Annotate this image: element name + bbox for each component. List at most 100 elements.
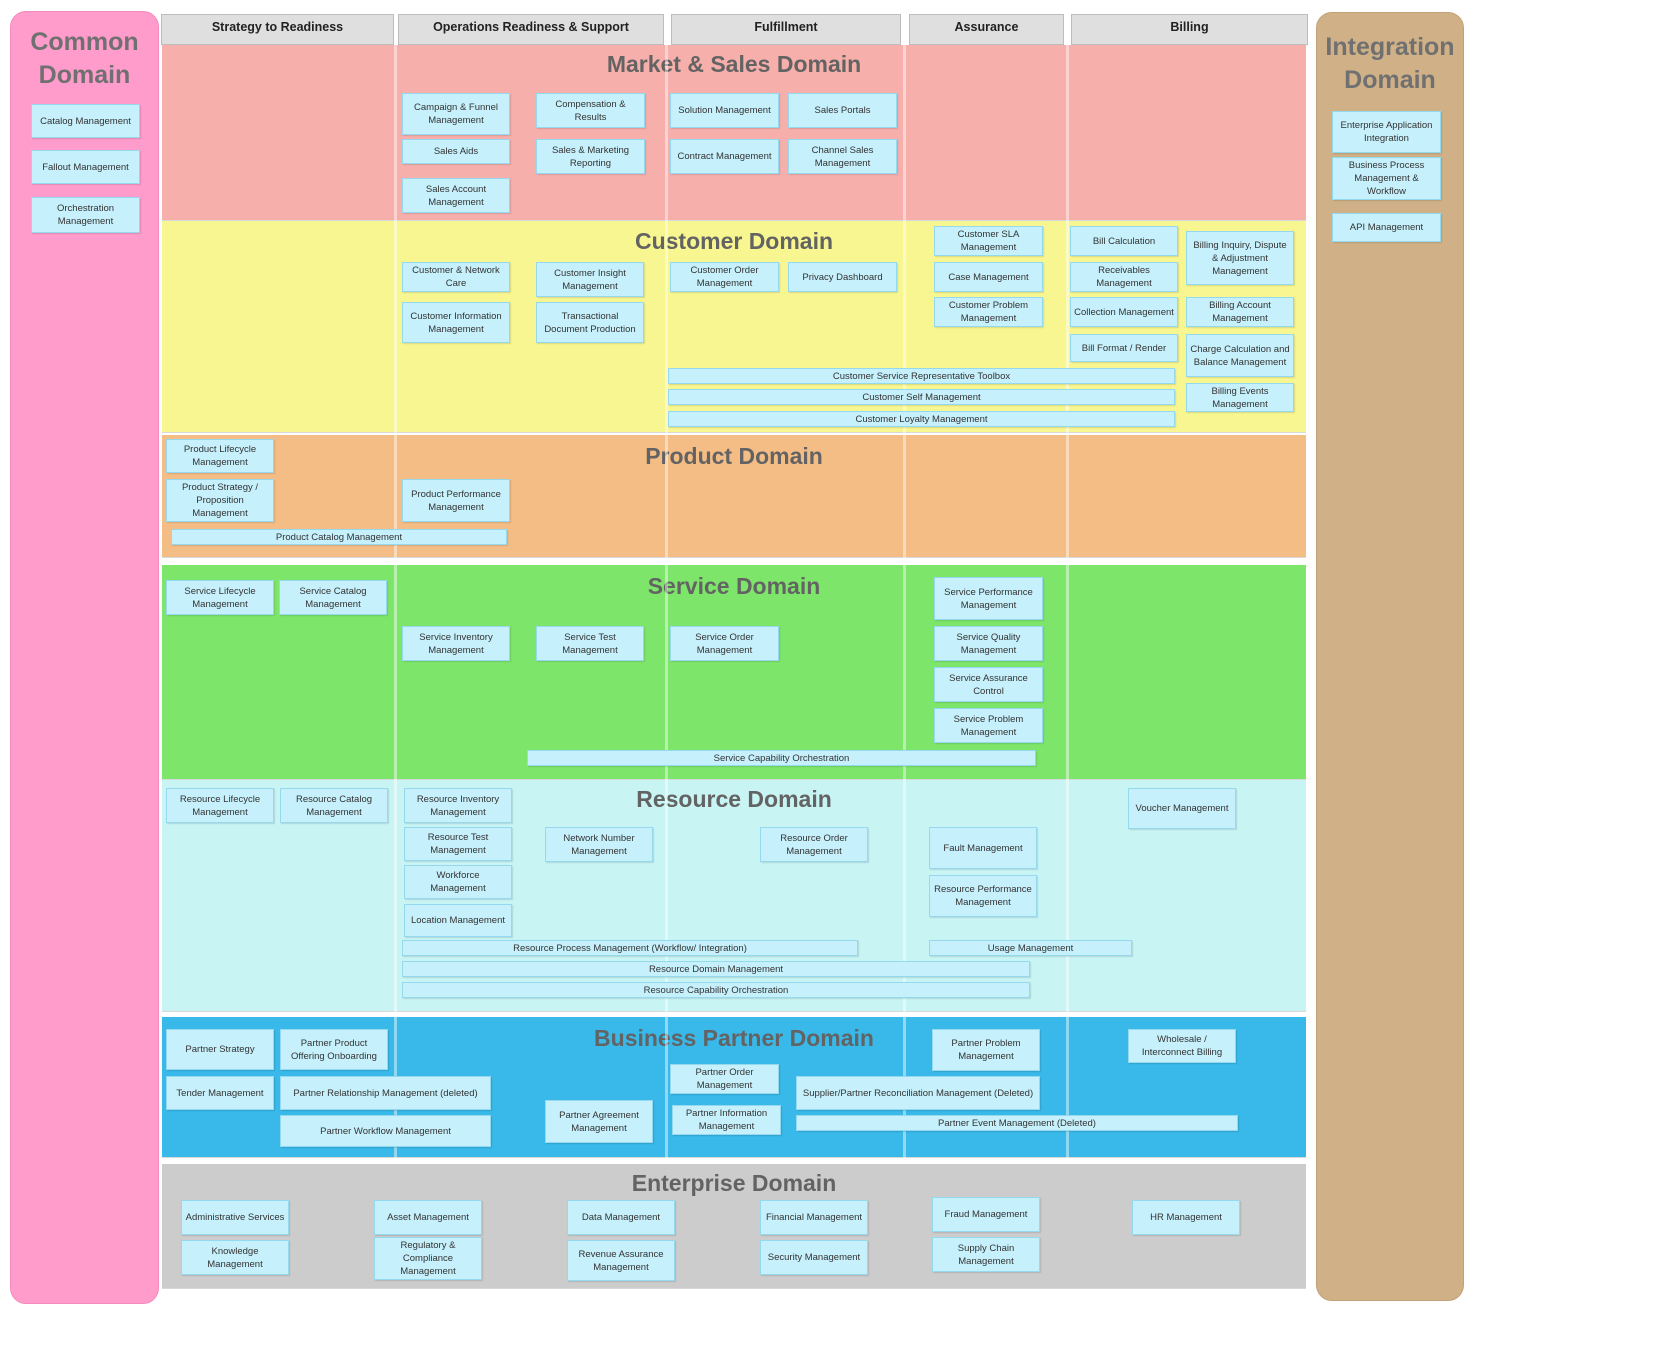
resource-process-management-box[interactable]: Resource Process Management (Workflow/ I… xyxy=(402,940,858,956)
column-divider xyxy=(1066,45,1069,1163)
resource-domain-management-box[interactable]: Resource Domain Management xyxy=(402,961,1030,977)
enterprise-domain-band: Enterprise Domain xyxy=(162,1164,1306,1289)
partner-problem-management-box[interactable]: Partner Problem Management xyxy=(932,1029,1040,1071)
sales-marketing-reporting-box[interactable]: Sales & Marketing Reporting xyxy=(536,139,645,174)
customer-self-management-box[interactable]: Customer Self Management xyxy=(668,389,1175,405)
partner-workflow-management-box[interactable]: Partner Workflow Management xyxy=(280,1115,491,1147)
resource-order-management-box[interactable]: Resource Order Management xyxy=(760,827,868,862)
customer-insight-management-box[interactable]: Customer Insight Management xyxy=(536,262,644,297)
financial-management-box[interactable]: Financial Management xyxy=(760,1200,868,1235)
customer-problem-management-box[interactable]: Customer Problem Management xyxy=(934,297,1043,327)
tender-management-box[interactable]: Tender Management xyxy=(166,1076,274,1110)
service-quality-management-box[interactable]: Service Quality Management xyxy=(934,626,1043,661)
customer-order-management-box[interactable]: Customer Order Management xyxy=(670,262,779,292)
service-lifecycle-management-box[interactable]: Service Lifecycle Management xyxy=(166,580,274,615)
voucher-management-box[interactable]: Voucher Management xyxy=(1128,788,1236,829)
enterprise-domain-title: Enterprise Domain xyxy=(631,1170,837,1196)
collection-management-box[interactable]: Collection Management xyxy=(1070,297,1178,327)
compensation-results-box[interactable]: Compensation & Results xyxy=(536,93,645,128)
business-process-management-workflow-box[interactable]: Business Process Management & Workflow xyxy=(1332,157,1441,200)
location-management-box[interactable]: Location Management xyxy=(404,904,512,937)
receivables-management-box[interactable]: Receivables Management xyxy=(1070,262,1178,292)
partner-product-offering-onboarding-box[interactable]: Partner Product Offering Onboarding xyxy=(280,1029,388,1070)
charge-calculation-balance-management-box[interactable]: Charge Calculation and Balance Managemen… xyxy=(1186,334,1294,377)
service-order-management-box[interactable]: Service Order Management xyxy=(670,626,779,661)
product-catalog-management-box[interactable]: Product Catalog Management xyxy=(171,529,507,545)
workforce-management-box[interactable]: Workforce Management xyxy=(404,865,512,899)
bill-calculation-box[interactable]: Bill Calculation xyxy=(1070,226,1178,256)
channel-sales-management-box[interactable]: Channel Sales Management xyxy=(788,139,897,174)
wholesale-interconnect-billing-box[interactable]: Wholesale / Interconnect Billing xyxy=(1128,1029,1236,1063)
service-performance-management-box[interactable]: Service Performance Management xyxy=(934,577,1043,620)
revenue-assurance-management-box[interactable]: Revenue Assurance Management xyxy=(567,1240,675,1281)
column-header-fulfillment: Fulfillment xyxy=(671,14,901,45)
service-catalog-management-box[interactable]: Service Catalog Management xyxy=(279,580,387,615)
column-divider xyxy=(665,45,668,1163)
customer-network-care-box[interactable]: Customer & Network Care xyxy=(402,262,510,292)
regulatory-compliance-management-box[interactable]: Regulatory & Compliance Management xyxy=(374,1237,482,1280)
resource-catalog-management-box[interactable]: Resource Catalog Management xyxy=(280,788,388,823)
customer-loyalty-management-box[interactable]: Customer Loyalty Management xyxy=(668,411,1175,427)
billing-account-management-box[interactable]: Billing Account Management xyxy=(1186,297,1294,327)
resource-lifecycle-management-box[interactable]: Resource Lifecycle Management xyxy=(166,788,274,823)
service-inventory-management-box[interactable]: Service Inventory Management xyxy=(402,626,510,661)
fallout-management-box[interactable]: Fallout Management xyxy=(31,150,140,184)
partner-information-management-box[interactable]: Partner Information Management xyxy=(672,1105,781,1135)
resource-test-management-box[interactable]: Resource Test Management xyxy=(404,827,512,861)
asset-management-box[interactable]: Asset Management xyxy=(374,1200,482,1235)
billing-inquiry-dispute-adjustment-box[interactable]: Billing Inquiry, Dispute & Adjustment Ma… xyxy=(1186,231,1294,285)
resource-performance-management-box[interactable]: Resource Performance Management xyxy=(929,875,1037,917)
partner-agreement-management-box[interactable]: Partner Agreement Management xyxy=(545,1100,653,1143)
service-capability-orchestration-box[interactable]: Service Capability Orchestration xyxy=(527,750,1036,766)
column-header-billing: Billing xyxy=(1071,14,1308,45)
api-management-box[interactable]: API Management xyxy=(1332,213,1441,242)
administrative-services-box[interactable]: Administrative Services xyxy=(181,1200,289,1235)
campaign-funnel-management-box[interactable]: Campaign & Funnel Management xyxy=(402,93,510,135)
product-strategy-proposition-management-box[interactable]: Product Strategy / Proposition Managemen… xyxy=(166,479,274,522)
product-performance-management-box[interactable]: Product Performance Management xyxy=(402,479,510,522)
service-assurance-control-box[interactable]: Service Assurance Control xyxy=(934,667,1043,702)
sales-account-management-box[interactable]: Sales Account Management xyxy=(402,178,510,213)
integration-domain-title: Integration Domain xyxy=(1325,33,1455,94)
product-lifecycle-management-box[interactable]: Product Lifecycle Management xyxy=(166,439,274,473)
supply-chain-management-box[interactable]: Supply Chain Management xyxy=(932,1237,1040,1272)
partner-relationship-management-box[interactable]: Partner Relationship Management (deleted… xyxy=(280,1076,491,1110)
business-partner-domain-title: Business Partner Domain xyxy=(594,1025,874,1051)
csr-toolbox-box[interactable]: Customer Service Representative Toolbox xyxy=(668,368,1175,384)
knowledge-management-box[interactable]: Knowledge Management xyxy=(181,1240,289,1275)
fraud-management-box[interactable]: Fraud Management xyxy=(932,1197,1040,1232)
sales-portals-box[interactable]: Sales Portals xyxy=(788,93,897,128)
enterprise-application-integration-box[interactable]: Enterprise Application Integration xyxy=(1332,111,1441,153)
column-header-strategy: Strategy to Readiness xyxy=(161,14,394,45)
customer-information-management-box[interactable]: Customer Information Management xyxy=(402,302,510,343)
partner-event-management-box[interactable]: Partner Event Management (Deleted) xyxy=(796,1115,1238,1131)
hr-management-box[interactable]: HR Management xyxy=(1132,1200,1240,1235)
bill-format-render-box[interactable]: Bill Format / Render xyxy=(1070,334,1178,362)
orchestration-management-box[interactable]: Orchestration Management xyxy=(31,197,140,233)
solution-management-box[interactable]: Solution Management xyxy=(670,93,779,128)
contract-management-box[interactable]: Contract Management xyxy=(670,139,779,174)
supplier-partner-reconciliation-management-box[interactable]: Supplier/Partner Reconciliation Manageme… xyxy=(796,1076,1040,1110)
service-domain-title: Service Domain xyxy=(647,573,821,599)
network-number-management-box[interactable]: Network Number Management xyxy=(545,827,653,862)
partner-strategy-box[interactable]: Partner Strategy xyxy=(166,1029,274,1070)
partner-order-management-box[interactable]: Partner Order Management xyxy=(670,1064,779,1094)
transactional-document-production-box[interactable]: Transactional Document Production xyxy=(536,302,644,343)
privacy-dashboard-box[interactable]: Privacy Dashboard xyxy=(788,262,897,292)
data-management-box[interactable]: Data Management xyxy=(567,1200,675,1235)
usage-management-box[interactable]: Usage Management xyxy=(929,940,1132,956)
security-management-box[interactable]: Security Management xyxy=(760,1240,868,1275)
catalog-management-box[interactable]: Catalog Management xyxy=(31,104,140,138)
billing-events-management-box[interactable]: Billing Events Management xyxy=(1186,383,1294,412)
fault-management-box[interactable]: Fault Management xyxy=(929,827,1037,869)
resource-capability-orchestration-box[interactable]: Resource Capability Orchestration xyxy=(402,982,1030,998)
case-management-box[interactable]: Case Management xyxy=(934,262,1043,292)
column-header-assurance: Assurance xyxy=(909,14,1064,45)
sales-aids-box[interactable]: Sales Aids xyxy=(402,139,510,164)
integration-domain-panel: Integration Domain xyxy=(1316,12,1464,1301)
resource-inventory-management-box[interactable]: Resource Inventory Management xyxy=(404,788,512,823)
service-test-management-box[interactable]: Service Test Management xyxy=(536,626,644,661)
service-problem-management-box[interactable]: Service Problem Management xyxy=(934,708,1043,743)
product-domain-title: Product Domain xyxy=(645,443,823,469)
customer-sla-management-box[interactable]: Customer SLA Management xyxy=(934,226,1043,256)
